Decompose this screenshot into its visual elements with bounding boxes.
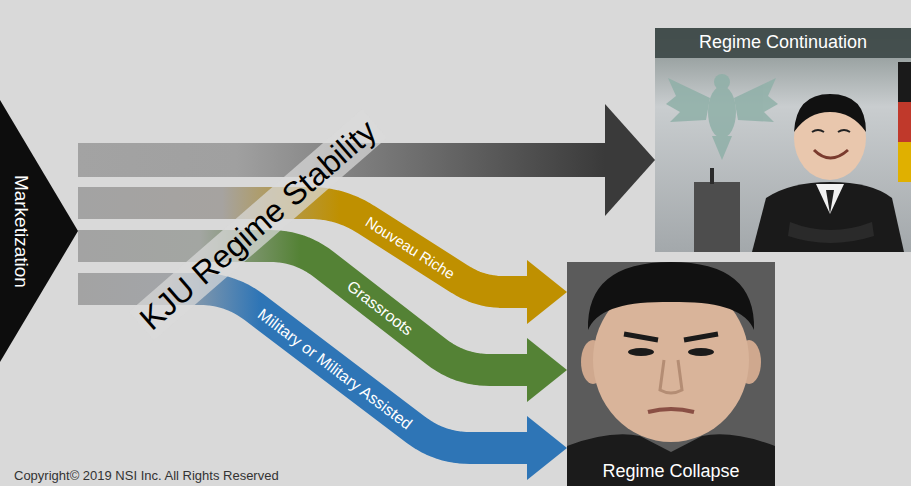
flag-stripe [898,102,911,142]
suit [752,182,904,252]
hair [588,262,754,330]
eagle-body [708,86,736,138]
eye [688,348,714,356]
marketization-chevron: Marketization [0,100,78,362]
eagle-wing [734,78,778,122]
flag-stripe [898,62,911,102]
eagle-tail [712,136,732,160]
photo-caption-ground [655,28,911,58]
arrow-label: Nouveau Riche [362,213,458,283]
mouth [648,409,694,412]
smile [814,150,848,158]
eyebrows [624,334,718,340]
nose [660,360,682,393]
photo-box: Regime Collapse [567,262,775,486]
tie [826,190,834,214]
photo-background [567,262,775,486]
crossed-arms [788,222,874,243]
podium [694,182,740,252]
eagle-wing [666,78,710,122]
photo-background [655,28,911,252]
hair [794,94,866,132]
microphone [710,168,714,184]
suit [567,434,775,486]
node-label: Marketization [9,174,32,287]
node-label: Regime Collapse [602,461,739,483]
chevron-outline [0,100,78,362]
shirt [816,184,844,214]
eagle-emblem [666,74,778,160]
photo-box: Regime Continuation [655,28,911,252]
eyes [812,130,850,132]
eye [628,348,654,356]
axis-label: KJU Regime Stability [129,109,387,340]
eagle-head [714,74,730,90]
node-label: Regime Continuation [699,32,867,54]
copyright-note: Copyright© 2019 NSI Inc. All Rights Rese… [14,468,279,484]
flag-stripe [898,142,911,182]
arrow-label: Grassroots [343,276,417,339]
